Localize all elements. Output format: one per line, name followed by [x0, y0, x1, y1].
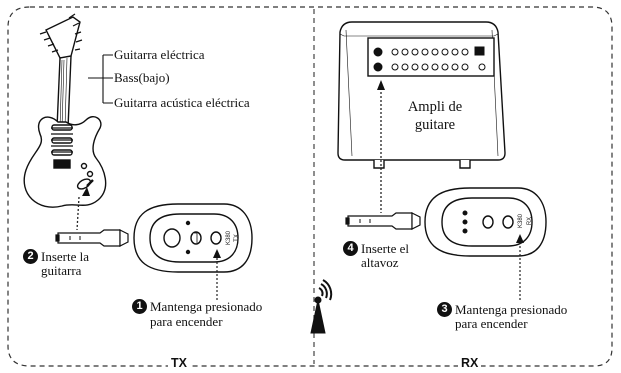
- rx-mode-label: RX: [527, 216, 534, 226]
- label-electric-guitar: Guitarra eléctrica: [114, 47, 205, 62]
- rx-device: [424, 187, 547, 257]
- rx-side-label: RX: [458, 356, 482, 370]
- amp-label-line2: guitare: [414, 117, 456, 133]
- rx-model-label: K380: [518, 213, 525, 229]
- guitar-arrow: [82, 187, 90, 196]
- step-2-line2: guitarra: [41, 263, 82, 278]
- electric-guitar-illustration: [23, 13, 107, 208]
- step-2-badge: 2: [23, 249, 38, 264]
- guitar-tx-cable: [76, 196, 80, 231]
- step-3-line2: para encender: [455, 316, 528, 331]
- amplifier-illustration: [337, 21, 506, 169]
- tx-jack-plug: [55, 229, 129, 247]
- rx-jack-plug: [345, 212, 421, 230]
- step-2-line1: Inserte la: [41, 249, 90, 264]
- wireless-tower-icon: [310, 279, 333, 334]
- tx-side-label: TX: [168, 356, 190, 370]
- step-4-line1: Inserte el: [361, 241, 410, 256]
- step-1-badge: 1: [132, 299, 147, 314]
- step-1-line2: para encender: [150, 314, 223, 329]
- label-bass: Bass(bajo): [114, 70, 170, 85]
- amp-control-knobs: [373, 46, 486, 72]
- amp-label-line1: Ampli de: [407, 99, 463, 115]
- tx-mode-label: TX: [233, 234, 240, 242]
- step-4-line2: altavoz: [361, 255, 399, 270]
- step-1-line1: Mantenga presionado: [150, 299, 263, 314]
- tx-model-label: K380: [226, 230, 233, 246]
- step-3-line1: Mantenga presionado: [455, 302, 568, 317]
- step-4-badge: 4: [343, 241, 358, 256]
- step-3-badge: 3: [437, 302, 452, 317]
- instrument-bracket: [88, 54, 113, 104]
- tx-device: [133, 203, 253, 273]
- label-acoustic-electric: Guitarra acústica eléctrica: [114, 95, 250, 110]
